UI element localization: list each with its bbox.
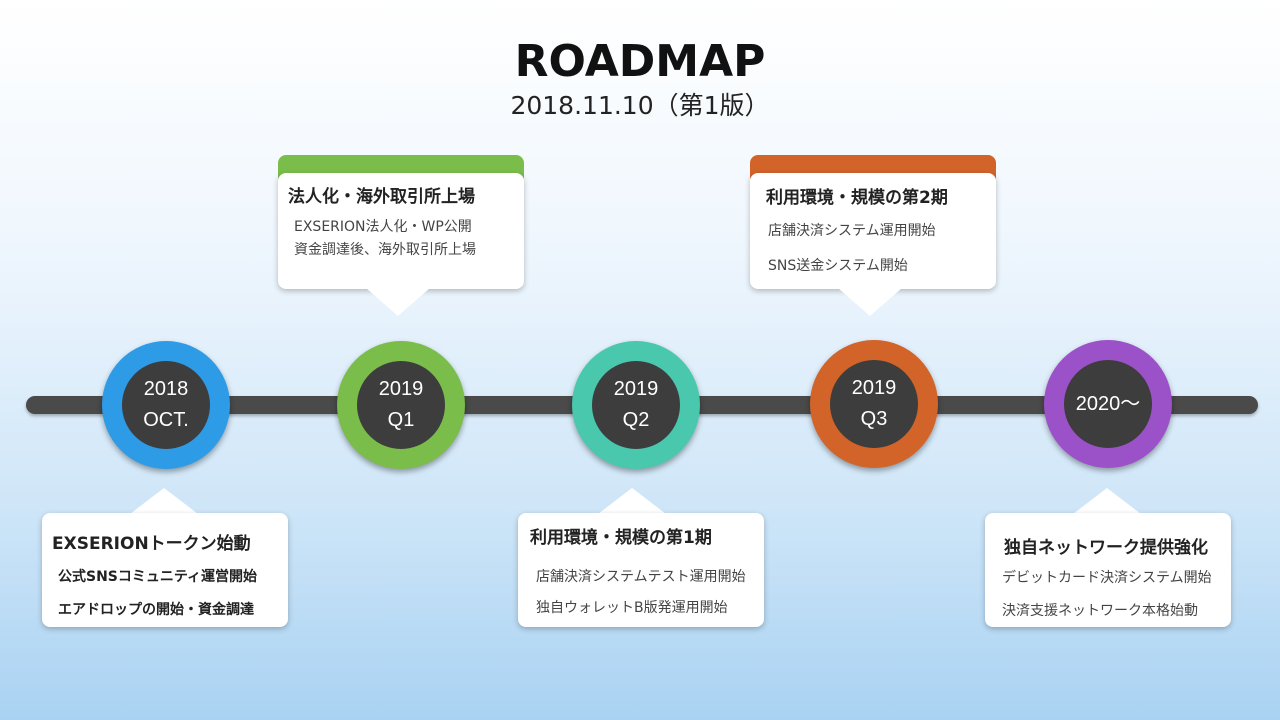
card-title: 独自ネットワーク提供強化 xyxy=(1004,538,1208,558)
card-title: 利用環境・規模の第1期 xyxy=(530,528,712,548)
card-pointer xyxy=(130,488,198,514)
milestone-year: 2019 xyxy=(851,377,897,399)
roadmap-date: 2018.11.10（第1版） xyxy=(510,91,770,120)
card-item: 公式SNSコミュニティ運営開始 xyxy=(58,569,258,585)
milestone-period: Q1 xyxy=(387,409,415,431)
card-body: EXSERIONトークン始動 公式SNSコミュニティ運営開始 エアドロップの開始… xyxy=(42,513,288,627)
card-body: 独自ネットワーク提供強化 デビットカード決済システム開始 決済支援ネットワーク本… xyxy=(985,513,1231,627)
milestone-2020: 2020～ xyxy=(1044,340,1172,468)
card-title: 法人化・海外取引所上場 xyxy=(288,187,475,207)
milestone-2019-q1: 2019 Q1 xyxy=(337,341,465,469)
milestone-inner: 2019 Q1 xyxy=(357,361,445,449)
milestone-inner: 2019 Q3 xyxy=(830,360,918,448)
card-body: 法人化・海外取引所上場 EXSERION法人化・WP公開 資金調達後、海外取引所… xyxy=(278,173,524,289)
milestone-inner: 2019 Q2 xyxy=(592,361,680,449)
card-item: EXSERION法人化・WP公開 xyxy=(294,219,472,235)
card-body: 利用環境・規模の第1期 店舗決済システムテスト運用開始 独自ウォレットB版発運用… xyxy=(518,513,764,627)
card-item: SNS送金システム開始 xyxy=(768,258,908,274)
card-phase-1: 利用環境・規模の第1期 店舗決済システムテスト運用開始 独自ウォレットB版発運用… xyxy=(518,488,764,648)
milestone-year: 2019 xyxy=(613,378,659,400)
milestone-2018-oct: 2018 OCT. xyxy=(102,341,230,469)
milestone-inner: 2020～ xyxy=(1064,360,1152,448)
card-title: 利用環境・規模の第2期 xyxy=(766,188,948,208)
card-item: 独自ウォレットB版発運用開始 xyxy=(536,600,728,616)
card-network: 独自ネットワーク提供強化 デビットカード決済システム開始 決済支援ネットワーク本… xyxy=(985,488,1231,648)
card-pointer xyxy=(366,288,430,316)
card-phase-2: 利用環境・規模の第2期 店舗決済システム運用開始 SNS送金システム開始 xyxy=(750,155,996,320)
card-item: 店舗決済システムテスト運用開始 xyxy=(536,569,746,585)
card-exserion-token: EXSERIONトークン始動 公式SNSコミュニティ運営開始 エアドロップの開始… xyxy=(42,488,288,648)
card-item: デビットカード決済システム開始 xyxy=(1002,570,1212,586)
milestone-2019-q2: 2019 Q2 xyxy=(572,341,700,469)
card-item: エアドロップの開始・資金調達 xyxy=(58,602,254,618)
card-title: EXSERIONトークン始動 xyxy=(52,534,251,554)
card-pointer xyxy=(838,288,902,316)
milestone-2019-q3: 2019 Q3 xyxy=(810,340,938,468)
roadmap-title: ROADMAP xyxy=(514,36,766,87)
card-item: 店舗決済システム運用開始 xyxy=(768,223,936,239)
milestone-period: OCT. xyxy=(143,409,189,431)
milestone-inner: 2018 OCT. xyxy=(122,361,210,449)
card-incorporation: 法人化・海外取引所上場 EXSERION法人化・WP公開 資金調達後、海外取引所… xyxy=(278,155,524,320)
milestone-period: Q2 xyxy=(622,409,650,431)
milestone-year: 2019 xyxy=(378,378,424,400)
card-pointer xyxy=(1073,488,1141,514)
milestone-year: 2018 xyxy=(143,378,189,400)
milestone-period: Q3 xyxy=(860,408,888,430)
card-item: 決済支援ネットワーク本格始動 xyxy=(1002,603,1198,619)
card-item: 資金調達後、海外取引所上場 xyxy=(294,242,476,258)
card-pointer xyxy=(598,488,666,514)
milestone-year: 2020～ xyxy=(1075,392,1141,415)
card-body: 利用環境・規模の第2期 店舗決済システム運用開始 SNS送金システム開始 xyxy=(750,173,996,289)
